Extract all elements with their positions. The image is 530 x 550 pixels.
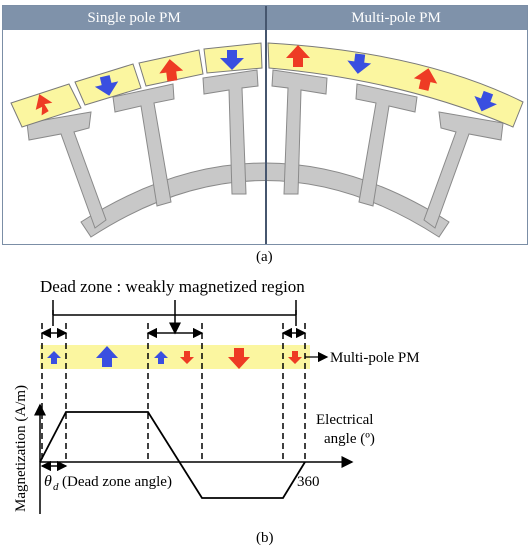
stator-tooth — [112, 83, 175, 207]
multi-pole-strip — [40, 345, 310, 369]
arrow-up-red-icon — [159, 59, 184, 82]
end-tick-label: 360 — [297, 474, 320, 490]
dead-zone-title: Dead zone : weakly magnetized region — [40, 277, 305, 296]
arrow-down-blue-icon — [220, 50, 244, 70]
y-axis-label: Magnetization (A/m) — [13, 385, 29, 512]
multi-pole-magnet — [267, 42, 524, 128]
arrow-up-blue-icon — [47, 351, 61, 364]
stator-illustration — [10, 42, 524, 238]
arrow-down-blue-icon — [474, 90, 497, 112]
arrow-up-blue-icon — [154, 351, 168, 364]
theta-subscript: d — [53, 481, 59, 493]
panel-divider — [265, 6, 267, 244]
arrow-up-red-icon — [413, 68, 438, 91]
arrow-down-red-icon — [288, 351, 302, 364]
stator-tooth — [271, 69, 328, 195]
dead-zone-angle-label: (Dead zone angle) — [62, 474, 172, 490]
panel-a-figure: Single pole PM Multi-pole PM — [2, 5, 528, 245]
zone-boundary-lines — [41, 323, 306, 462]
dead-zone-bracket — [52, 300, 297, 335]
stator-yoke — [80, 162, 450, 238]
stator-tooth — [202, 69, 259, 195]
single-pole-header: Single pole PM — [3, 6, 265, 30]
caption-b: (b) — [256, 530, 274, 546]
stator-tooth — [355, 83, 418, 207]
arrow-up-blue-icon — [96, 346, 118, 367]
stator-teeth — [26, 69, 504, 229]
magnetization-waveform — [39, 411, 306, 499]
arrow-up-red-icon — [35, 94, 53, 116]
arrow-down-blue-icon — [94, 75, 119, 96]
stator-tooth — [423, 111, 504, 229]
magnet-block — [10, 83, 82, 128]
multi-pole-header: Multi-pole PM — [265, 6, 527, 30]
arrow-down-red-icon — [180, 351, 194, 364]
multi-pole-label: Multi-pole PM — [330, 350, 420, 366]
arrow-down-red-icon — [228, 348, 250, 369]
caption-a: (a) — [256, 249, 273, 265]
x-axis-label-line1: Electrical — [316, 412, 373, 428]
arrow-up-red-icon — [286, 45, 310, 67]
stator-tooth — [26, 111, 107, 229]
x-axis-label-line2: angle (º) — [324, 431, 375, 447]
arrow-down-blue-icon — [347, 53, 372, 74]
theta-symbol: θ — [44, 473, 52, 490]
